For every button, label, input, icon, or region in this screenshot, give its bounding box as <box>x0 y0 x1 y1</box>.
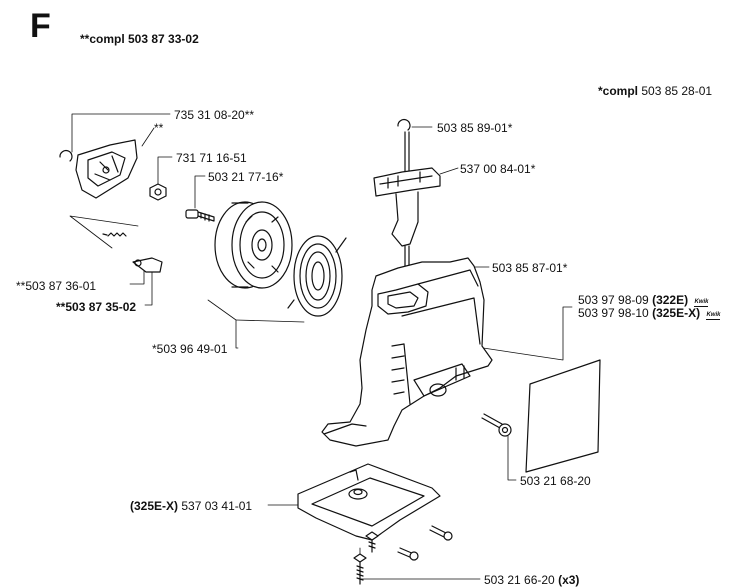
section-letter: F <box>30 7 51 45</box>
callout-503-96-49-01: *503 96 49-01 <box>152 342 228 356</box>
decal-part-number-322e: 503 97 98-09 <box>578 293 649 307</box>
decal-part-number-325e-x: 503 97 98-10 <box>578 306 649 320</box>
bottom-plate-model: (325E-X) <box>130 499 179 513</box>
callout-735-31-08-20: 735 31 08-20** <box>174 108 255 122</box>
callout-503-21-77-16: 503 21 77-16* <box>208 170 284 184</box>
callout-503-85-89-01: 503 85 89-01* <box>437 121 513 135</box>
callout-537-00-84-01: 537 00 84-01* <box>460 162 536 176</box>
callout-503-85-87-01: 503 85 87-01* <box>492 261 568 275</box>
callout-503-97-98-09: 503 97 98-09 (322E) Kwik <box>578 293 709 307</box>
kwik-badge-icon: Kwik <box>706 312 721 320</box>
callout-503-21-68-20: 503 21 68-20 <box>520 474 591 488</box>
callout-assembly-marker: ** <box>154 121 164 135</box>
callout-503-97-98-10: 503 97 98-10 (325E-X) Kwik <box>578 306 721 320</box>
assembly-cover-part-number: *compl 503 85 28-01 <box>598 84 713 98</box>
callout-731-71-16-51: 731 71 16-51 <box>176 151 247 165</box>
decal-model-325e-x: (325E-X) <box>652 306 701 320</box>
bottom-plate-part-number: 537 03 41-01 <box>181 499 253 513</box>
callout-537-03-41-01: (325E-X) 537 03 41-01 <box>130 499 252 513</box>
callout-503-21-66-20: 503 21 66-20 (x3) <box>484 573 579 587</box>
callout-503-87-36-01: **503 87 36-01 <box>16 279 97 293</box>
screw-quantity: (x3) <box>558 573 580 587</box>
screw-part-number: 503 21 66-20 <box>484 573 555 587</box>
assembly-main-part-number: **compl 503 87 33-02 <box>80 32 199 46</box>
kwik-badge-icon: Kwik <box>694 299 709 307</box>
decal-model-322e: (322E) <box>652 293 689 307</box>
callout-503-87-35-02: **503 87 35-02 <box>56 300 137 314</box>
